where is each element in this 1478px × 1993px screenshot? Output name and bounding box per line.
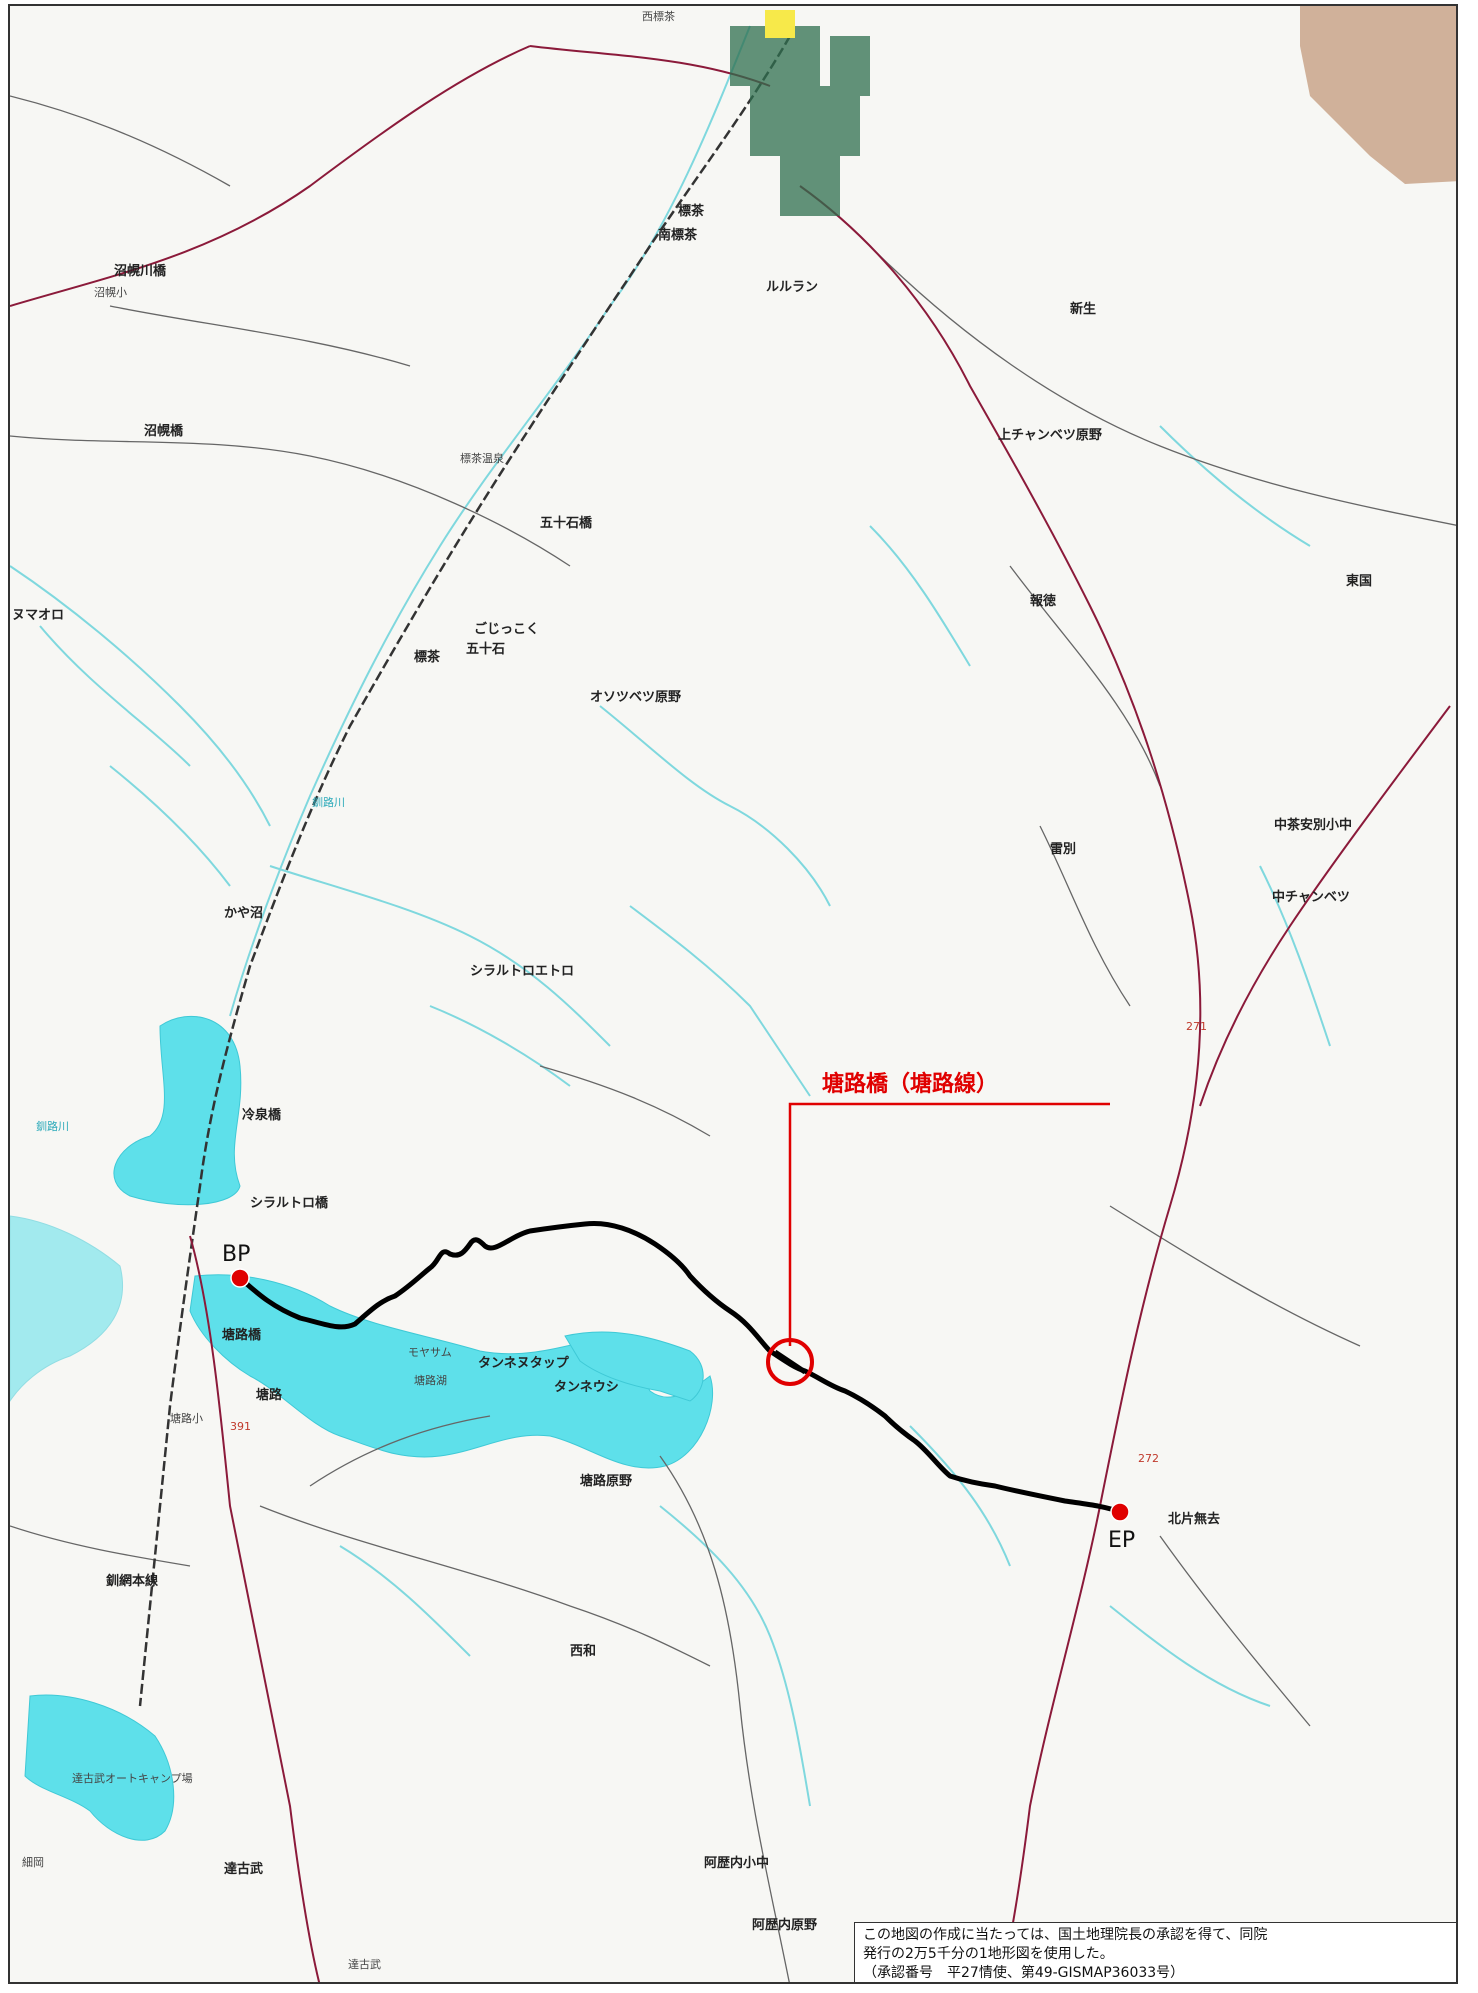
ep-label: EP [1108,1528,1136,1553]
place-label-numahoro-bridge: 沼幌橋 [144,424,184,439]
survey-route [238,1220,1121,1515]
urban-highlight [765,10,795,38]
callout-leader [788,1102,1110,1346]
place-label-raibetsu: 雷別 [1050,842,1077,857]
place-label-tokotan: 達古武 [224,1862,264,1877]
toro-bridge-marker [766,1338,814,1386]
bp-label: BP [222,1242,251,1267]
place-label-minami-shibecha: 南標茶 [658,228,698,243]
tokotan-lake [24,1694,175,1841]
place-label-toro-sho: 塘路小 [170,1412,203,1425]
copyright-line-3: （承認番号 平27情使、第49-GISMAP36033号） [863,1965,1185,1981]
place-label-kushiro-river-2: 釧路川 [312,796,345,809]
place-label-toro-lake: 塘路湖 [414,1374,447,1387]
place-label-osotsubetsu: オソツベツ原野 [590,690,682,705]
place-label-tokotan-camp: 達古武オートキャンプ場 [72,1772,193,1785]
toro-lake-east [564,1331,704,1402]
place-label-nurururan: ルルラン [766,280,819,295]
place-label-kayanuma: かや沼 [224,906,264,921]
place-label-houyo: 報徳 [1030,594,1057,609]
toro-bridge-callout-label: 塘路橋（塘路線） [822,1072,999,1097]
place-label-shibecha-2: 標茶 [414,650,441,665]
terrain-patch [1300,6,1456,184]
place-label-shirarutoro-bridge: シラルトロ橋 [250,1196,329,1211]
place-label-toro-bridge: 塘路橋 [222,1328,262,1343]
place-label-naka-chanbetsu-sho: 中茶安別小中 [1274,818,1353,833]
place-label-tokotan-2: 達古武 [348,1958,381,1971]
rail-line [138,35,792,1707]
place-label-numahorokawa-bridge: 沼幌川橋 [114,264,167,279]
place-label-akan-genya: 阿歴内原野 [752,1918,818,1933]
place-label-shibecha: 標茶 [678,204,705,219]
place-label-tanneushi: タンネウシ [554,1380,619,1395]
place-label-nishiwa: 西和 [570,1644,597,1659]
shirarutoro-lake [113,1015,242,1206]
place-label-senmo-line: 釧網本線 [106,1574,159,1589]
copyright-line-2: 発行の2万5千分の1地形図を使用した。 [863,1946,1114,1962]
water-bodies [10,1015,714,1841]
rivers [10,25,1331,1807]
place-label-numahoro-sho: 沼幌小 [94,286,127,299]
map-canvas[interactable] [10,6,1458,1984]
place-label-gojikkoku: 五十石 [466,642,506,657]
place-label-nishi-shibecha: 西標茶 [642,10,675,23]
ep-point [1110,1502,1130,1522]
copyright-line-1: この地図の作成に当たっては、国土地理院長の承認を得て、同院 [863,1927,1268,1943]
place-label-numaoro: ヌマオロ [12,608,65,623]
place-label-naka-chanbetsu: 中チャンベツ [1272,890,1350,905]
place-label-shirarutoroetoro: シラルトロエトロ [470,964,575,979]
place-label-moyasamu: モヤサム [408,1346,452,1359]
place-label-shinsei: 新生 [1070,302,1097,317]
place-label-shibecha-onsen: 標茶温泉 [460,452,504,465]
place-label-gojikkoku-kana: ごじっこく [474,622,540,637]
place-label-toro: 塘路 [256,1388,283,1403]
place-label-toro-genya: 塘路原野 [580,1474,633,1489]
place-label-route-391: 391 [230,1420,251,1433]
map-frame[interactable]: BP EP 塘路橋（塘路線） 西標茶 標茶 南標茶 沼幌川橋 沼幌小 沼幌橋 標… [8,4,1458,1984]
place-label-tobetsu: 東国 [1346,574,1373,589]
national-roads [10,45,1451,1982]
place-label-gojikkoku-bridge: 五十石橋 [540,516,593,531]
place-label-hosooka: 細岡 [22,1856,44,1869]
copyright-notice: この地図の作成に当たっては、国土地理院長の承認を得て、同院 発行の2万5千分の1… [854,1922,1456,1982]
place-label-akan-sho: 阿歴内小中 [704,1856,770,1871]
kushiro-marsh-strip [10,1215,124,1402]
place-label-reisen-bridge: 冷泉橋 [242,1108,282,1123]
bp-point [230,1268,250,1288]
place-label-tannenutappu: タンネヌタップ [478,1356,569,1371]
place-label-kushiro-river: 釧路川 [36,1120,69,1133]
place-label-route-271: 271 [1186,1020,1207,1033]
minor-roads [10,95,1456,1982]
place-label-kitakatamusari: 北片無去 [1168,1512,1221,1527]
place-label-route-272: 272 [1138,1452,1159,1465]
urban-cluster [730,26,870,216]
place-label-kami-chanbetsu: 上チャンベツ原野 [998,428,1102,443]
